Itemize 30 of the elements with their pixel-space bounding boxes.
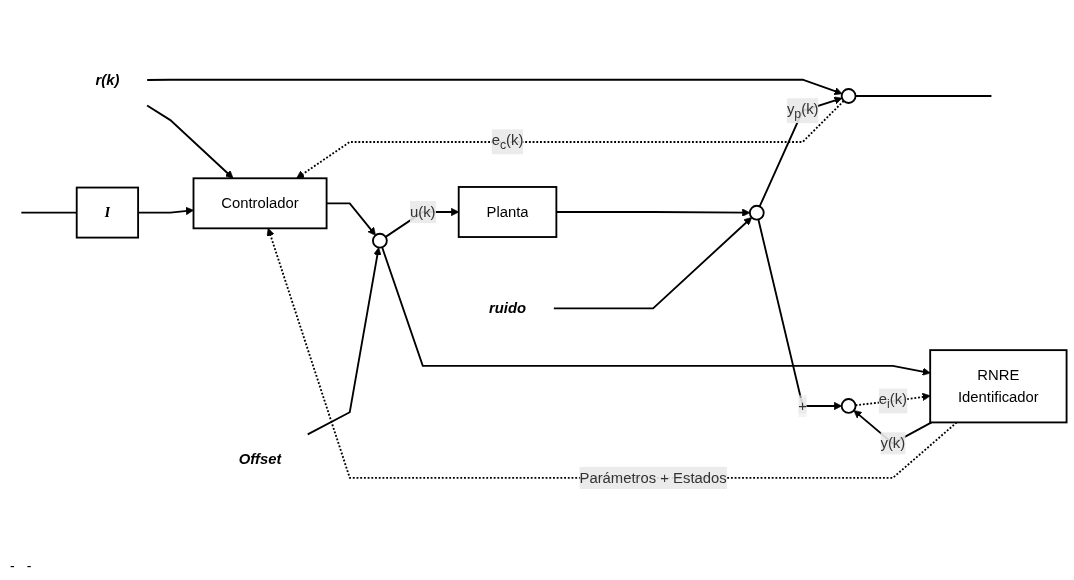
node-circle — [840, 398, 857, 415]
arrow — [306, 247, 382, 436]
arrow — [757, 218, 842, 411]
node-box: Controlador — [192, 177, 328, 230]
node-circle — [372, 233, 388, 249]
edge-label: u(k) — [410, 203, 436, 220]
node-text: r(k) — [95, 72, 120, 89]
node-circle — [748, 205, 765, 221]
arrow — [266, 228, 958, 480]
edge-label: e$_{c}$(k) — [491, 132, 524, 153]
arrow — [758, 96, 843, 208]
edge-label: + — [798, 397, 808, 414]
connector — [854, 95, 993, 98]
arrow — [146, 104, 234, 179]
node-box: RNRE Identificador — [929, 349, 1068, 424]
sign-label: - — [26, 558, 32, 574]
arrow — [552, 217, 753, 310]
node-box: Planta — [457, 186, 558, 239]
node-text: Offset — [238, 451, 282, 468]
node-text: ruido — [489, 300, 527, 317]
edge-label: y(k) — [880, 435, 906, 452]
node-box: I — [75, 186, 140, 239]
edge-label: e$_{i}$(k) — [878, 391, 908, 412]
arrow — [146, 79, 843, 96]
edge-label: Parámetros + Estados — [579, 469, 727, 486]
node-circle — [840, 88, 857, 105]
edge-label: y$_{p}$(k) — [786, 101, 819, 121]
sign-label: - — [10, 558, 15, 574]
arrow — [381, 246, 931, 376]
arrow — [296, 100, 845, 179]
